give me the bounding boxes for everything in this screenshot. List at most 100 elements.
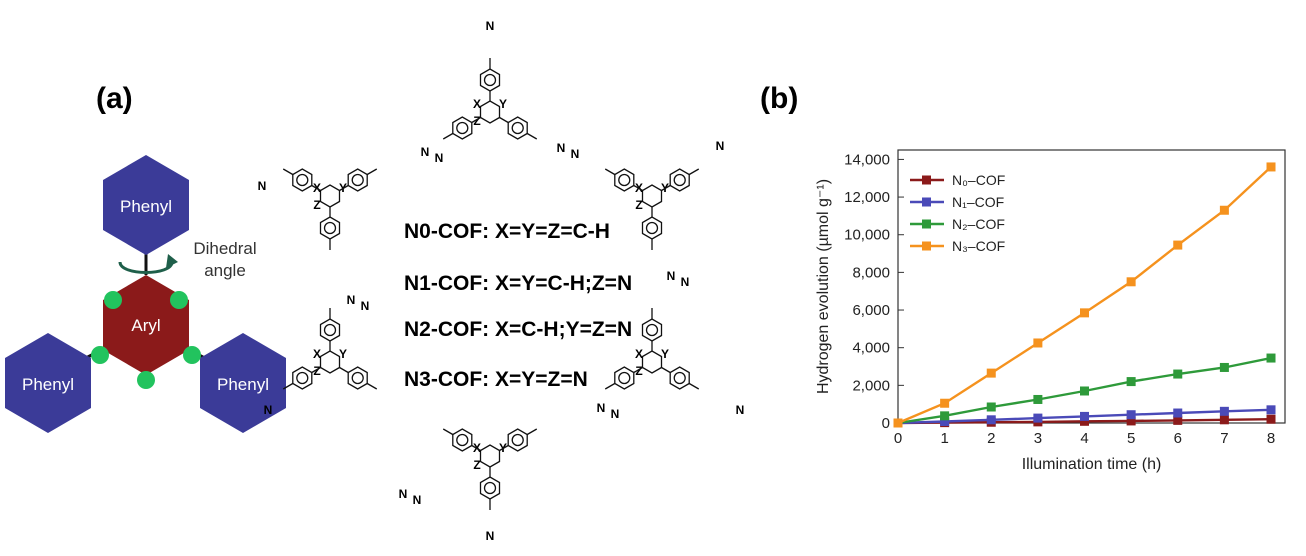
y-tick-label: 12,000: [844, 189, 890, 206]
x-tick-label: 7: [1220, 430, 1228, 447]
atom-z-label: Z: [313, 364, 320, 378]
phenyl-ring: [479, 68, 501, 92]
data-point: [1126, 416, 1136, 426]
bond-line: [688, 168, 700, 176]
panel-b: (b) 02,0004,0006,0008,00010,00012,00014,…: [760, 82, 1286, 473]
atom-n-label: N: [264, 403, 273, 417]
aryl-hexagon: [103, 275, 189, 375]
aromatic-circle: [645, 221, 659, 235]
aromatic-circle: [323, 221, 337, 235]
x-tick-label: 4: [1080, 430, 1088, 447]
data-point: [1173, 369, 1183, 379]
green-dot: [170, 291, 188, 309]
atom-n-label: N: [347, 293, 356, 307]
panel-b-label: (b): [760, 82, 798, 115]
bond-line: [442, 132, 454, 140]
data-point: [940, 416, 950, 426]
bond-line: [311, 366, 321, 374]
triazine-ring: [319, 350, 341, 374]
bond-line: [471, 444, 481, 452]
bond-line: [633, 184, 643, 192]
atom-z-label: Z: [635, 364, 642, 378]
legend-marker: [922, 241, 931, 251]
green-dot: [137, 371, 155, 389]
phenyl-ring: [347, 168, 368, 192]
data-point: [1173, 408, 1183, 418]
green-dot: [91, 346, 109, 364]
triazine-ring: [479, 444, 501, 468]
x-tick-label: 1: [940, 430, 948, 447]
atom-y-label: Y: [499, 97, 507, 111]
atom-n-label: N: [399, 487, 408, 501]
atom-n-label: N: [486, 19, 495, 33]
triazine-ring: [641, 184, 663, 208]
green-dot: [183, 346, 201, 364]
cof-label-n3: N3-COF: X=Y=Z=N: [404, 368, 588, 391]
bond-line: [526, 428, 538, 436]
data-point: [1126, 277, 1136, 287]
aromatic-circle: [673, 173, 686, 187]
y-tick-label: 14,000: [844, 151, 890, 168]
data-point: [1033, 413, 1043, 423]
x-tick-label: 5: [1127, 430, 1135, 447]
aromatic-circle: [618, 371, 631, 385]
rotation-arrowhead-icon: [166, 254, 178, 268]
data-point: [986, 368, 996, 378]
y-axis-title: Hydrogen evolution (µmol g⁻¹): [815, 179, 832, 394]
atom-n-label: N: [557, 141, 566, 155]
atom-n-label: N: [571, 147, 580, 161]
phenyl-ring: [452, 116, 473, 140]
panel-a-label: (a): [96, 82, 133, 115]
phenyl-ring: [319, 216, 341, 240]
x-tick-label: 0: [894, 430, 902, 447]
data-point: [986, 415, 996, 425]
aromatic-circle: [456, 433, 469, 447]
atom-n-label: N: [435, 151, 444, 165]
data-point: [1266, 353, 1276, 363]
legend-label: N₁–COF: [952, 194, 1004, 210]
phenyl-ring: [507, 428, 528, 452]
data-point: [1266, 405, 1276, 415]
aromatic-circle: [323, 323, 337, 337]
bond-line: [499, 444, 509, 452]
x-axis-title: Illumination time (h): [1022, 456, 1162, 473]
bond-line: [339, 366, 349, 374]
cof-labels: N0-COF: X=Y=Z=C-H N1-COF: X=Y=C-H;Z=N N2…: [404, 220, 632, 391]
bond-line: [688, 382, 700, 390]
legend-label: N₀–COF: [952, 172, 1005, 188]
atom-x-label: X: [473, 97, 481, 111]
phenyl-ring: [641, 216, 663, 240]
x-tick-label: 6: [1174, 430, 1182, 447]
atom-n-label: N: [258, 179, 267, 193]
atom-z-label: Z: [635, 198, 642, 212]
triazine-ring: [319, 184, 341, 208]
x-tick-label: 8: [1267, 430, 1275, 447]
triazine-ring: [479, 100, 501, 124]
data-point: [1219, 415, 1229, 425]
data-point: [1080, 411, 1090, 421]
aromatic-circle: [351, 371, 364, 385]
atom-x-label: X: [635, 347, 643, 361]
phenyl-top-hexagon: [103, 155, 189, 255]
legend-marker: [922, 175, 931, 185]
bond-line: [282, 168, 294, 176]
data-point: [940, 411, 950, 421]
phenyl-ring: [614, 168, 635, 192]
aromatic-circle: [296, 173, 309, 187]
y-tick-label: 0: [882, 415, 890, 432]
dihedral-label-line1: Dihedral: [193, 239, 256, 258]
phenyl-ring: [292, 168, 313, 192]
bond-line: [604, 168, 616, 176]
legend-label: N₃–COF: [952, 238, 1005, 254]
aromatic-circle: [511, 433, 524, 447]
data-point: [1219, 205, 1229, 215]
phenyl-ring: [347, 366, 368, 390]
aromatic-circle: [483, 481, 497, 495]
atom-n-label: N: [736, 403, 745, 417]
green-dot: [104, 291, 122, 309]
plot-frame: [897, 149, 1286, 424]
atom-n-label: N: [421, 145, 430, 159]
phenyl-ring: [507, 116, 528, 140]
atom-z-label: Z: [473, 114, 480, 128]
